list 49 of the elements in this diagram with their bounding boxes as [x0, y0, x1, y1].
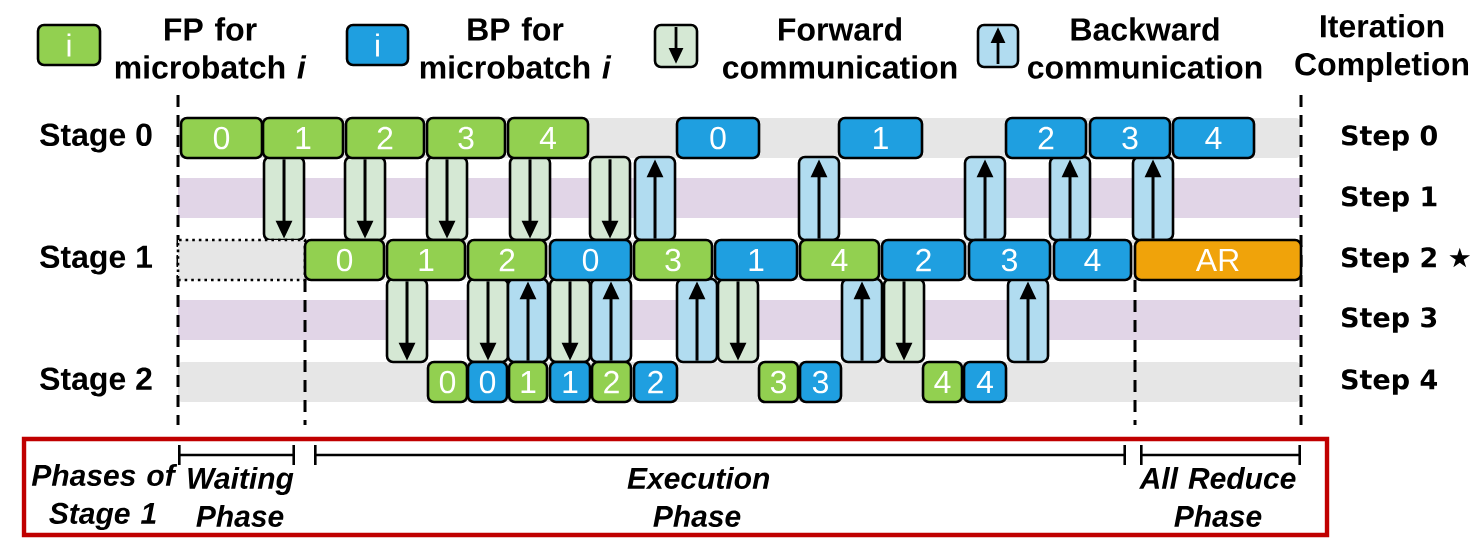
phase-label: Execution Phase: [627, 467, 770, 527]
step-label: Step 2 ★: [1342, 247, 1471, 273]
backward-pass-box: 2: [1004, 116, 1088, 160]
legend-text: BP for microbatch i: [420, 17, 612, 79]
step-label: Step 1: [1342, 186, 1437, 212]
step-label: Step 4: [1342, 369, 1437, 395]
row-label: Stage 2: [40, 367, 152, 397]
backward-pass-box: 4: [1052, 238, 1133, 282]
forward-pass-box: 3: [632, 238, 714, 282]
forward-pass-box: 0: [303, 238, 386, 282]
forward-pass-box: 3: [757, 360, 800, 404]
row-label: Stage 1: [40, 245, 153, 275]
forward-pass-box: 0: [179, 116, 264, 160]
forward-pass-box: 2: [590, 360, 633, 404]
row-label: Stage 0: [40, 123, 152, 153]
forward-pass-box: 3: [425, 116, 507, 160]
forward-pass-box: 4: [921, 360, 964, 404]
backward-pass-box: 1: [837, 116, 924, 160]
step-label: Step 0: [1342, 125, 1437, 151]
legend-text: Forward communication: [723, 17, 957, 79]
all-reduce-box: AR: [1133, 238, 1303, 282]
backward-pass-box: 1: [713, 238, 799, 282]
phase-label: Waiting Phase: [188, 467, 294, 527]
phase-label: Phases of Stage 1: [31, 464, 178, 530]
backward-pass-box: 3: [967, 238, 1052, 282]
backward-pass-box: 0: [466, 360, 509, 404]
backward-pass-box: 4: [962, 360, 1008, 404]
step-label: Step 3: [1342, 307, 1437, 333]
forward-pass-box: 2: [344, 116, 426, 160]
legend-text: Backward communication: [1028, 17, 1262, 79]
phase-label: All Reduce Phase: [1139, 467, 1296, 527]
backward-pass-box: 2: [880, 238, 967, 282]
forward-pass-box: 4: [798, 238, 881, 282]
forward-pass-box: 1: [261, 116, 345, 160]
forward-pass-box: 1: [385, 238, 467, 282]
backward-pass-box: 4: [1171, 116, 1256, 160]
forward-pass-box: 4: [506, 116, 590, 160]
backward-pass-box: 0: [675, 116, 761, 160]
forward-pass-box: 0: [426, 360, 469, 404]
forward-pass-box: 2: [466, 238, 548, 282]
backward-pass-box: 0: [548, 238, 633, 282]
backward-pass-box: 1: [548, 360, 592, 404]
idle-box: [176, 238, 307, 282]
backward-pass-box: 3: [798, 360, 843, 404]
column-heading: Iteration Completion: [1295, 14, 1469, 82]
forward-pass-box: 1: [507, 360, 549, 404]
backward-pass-box: 2: [632, 360, 679, 404]
legend-text: FP for microbatch i: [115, 17, 307, 79]
backward-pass-box: 3: [1088, 116, 1172, 160]
